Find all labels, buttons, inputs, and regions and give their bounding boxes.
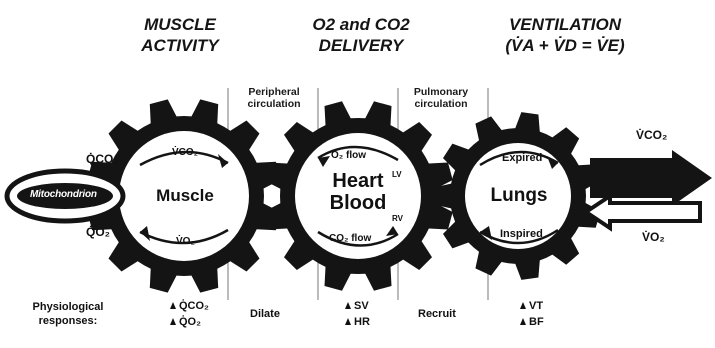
increase-arrow-icon (345, 318, 351, 325)
response-item: SV (345, 298, 370, 314)
muscle-vo2-label: V̇O₂ (176, 236, 195, 247)
heart-lv-label: LV (392, 170, 402, 179)
header-muscle-line2: ACTIVITY (110, 35, 250, 56)
header-delivery-line2: DELIVERY (276, 35, 446, 56)
increase-arrow-icon (170, 302, 176, 309)
increase-arrow-icon (170, 318, 176, 325)
mito-qco2-label: Q̇CO₂ (86, 152, 119, 166)
response-item: HR (345, 314, 370, 330)
peripheral-circulation-label: Peripheral circulation (234, 86, 314, 110)
inspired-arrow-icon (586, 196, 700, 228)
muscle-responses: Q̇CO₂ Q̇O₂ (170, 298, 209, 330)
response-bf: BF (529, 316, 544, 328)
response-item: Q̇CO₂ (170, 298, 209, 314)
response-qo2: Q̇O₂ (179, 316, 201, 328)
response-item: BF (520, 314, 544, 330)
pulmonary-response: Recruit (418, 306, 456, 322)
lungs-expired-label: Expired (502, 152, 542, 164)
heart-rv-label: RV (392, 214, 403, 223)
exchange-vo2-label: V̇O₂ (642, 230, 665, 244)
response-item: Q̇O₂ (170, 314, 209, 330)
muscle-gear-title: Muscle (140, 186, 230, 206)
response-qco2: Q̇CO₂ (179, 300, 209, 312)
mito-qo2-label: Q̇O₂ (86, 225, 110, 239)
increase-arrow-icon (520, 302, 526, 309)
muscle-vco2-label: V̇CO₂ (172, 147, 198, 158)
heart-o2-flow-label: O₂ flow (331, 150, 366, 161)
lungs-gear-title: Lungs (474, 185, 564, 207)
header-ventilation: VENTILATION (V̇A + V̇D = V̇E) (470, 14, 660, 56)
responses-label: Physiological responses: (18, 300, 118, 328)
lungs-inspired-label: Inspired (500, 228, 543, 240)
exchange-vco2-label: V̇CO₂ (636, 128, 667, 142)
header-muscle-activity: MUSCLE ACTIVITY (110, 14, 250, 56)
header-ventilation-line2: (V̇A + V̇D = V̇E) (470, 35, 660, 56)
heart-responses: SV HR (345, 298, 370, 330)
header-ventilation-line1: VENTILATION (470, 14, 660, 35)
heart-gear-title: Heart Blood (313, 170, 403, 214)
header-delivery: O2 and CO2 DELIVERY (276, 14, 446, 56)
peripheral-response: Dilate (250, 306, 280, 322)
increase-arrow-icon (345, 302, 351, 309)
header-muscle-line1: MUSCLE (110, 14, 250, 35)
header-delivery-line1: O2 and CO2 (276, 14, 446, 35)
heart-co2-flow-label: CO₂ flow (329, 233, 371, 244)
mitochondrion-label: Mitochondrion (30, 189, 97, 200)
response-sv: SV (354, 300, 369, 312)
response-vt: VT (529, 300, 543, 312)
responses-label-text: Physiological responses: (33, 301, 104, 327)
increase-arrow-icon (520, 318, 526, 325)
heart-title-line1: Heart (313, 170, 403, 192)
response-hr: HR (354, 316, 370, 328)
pulmonary-circulation-label: Pulmonary circulation (400, 86, 482, 110)
response-item: VT (520, 298, 544, 314)
lungs-responses: VT BF (520, 298, 544, 330)
heart-title-line2: Blood (313, 192, 403, 214)
